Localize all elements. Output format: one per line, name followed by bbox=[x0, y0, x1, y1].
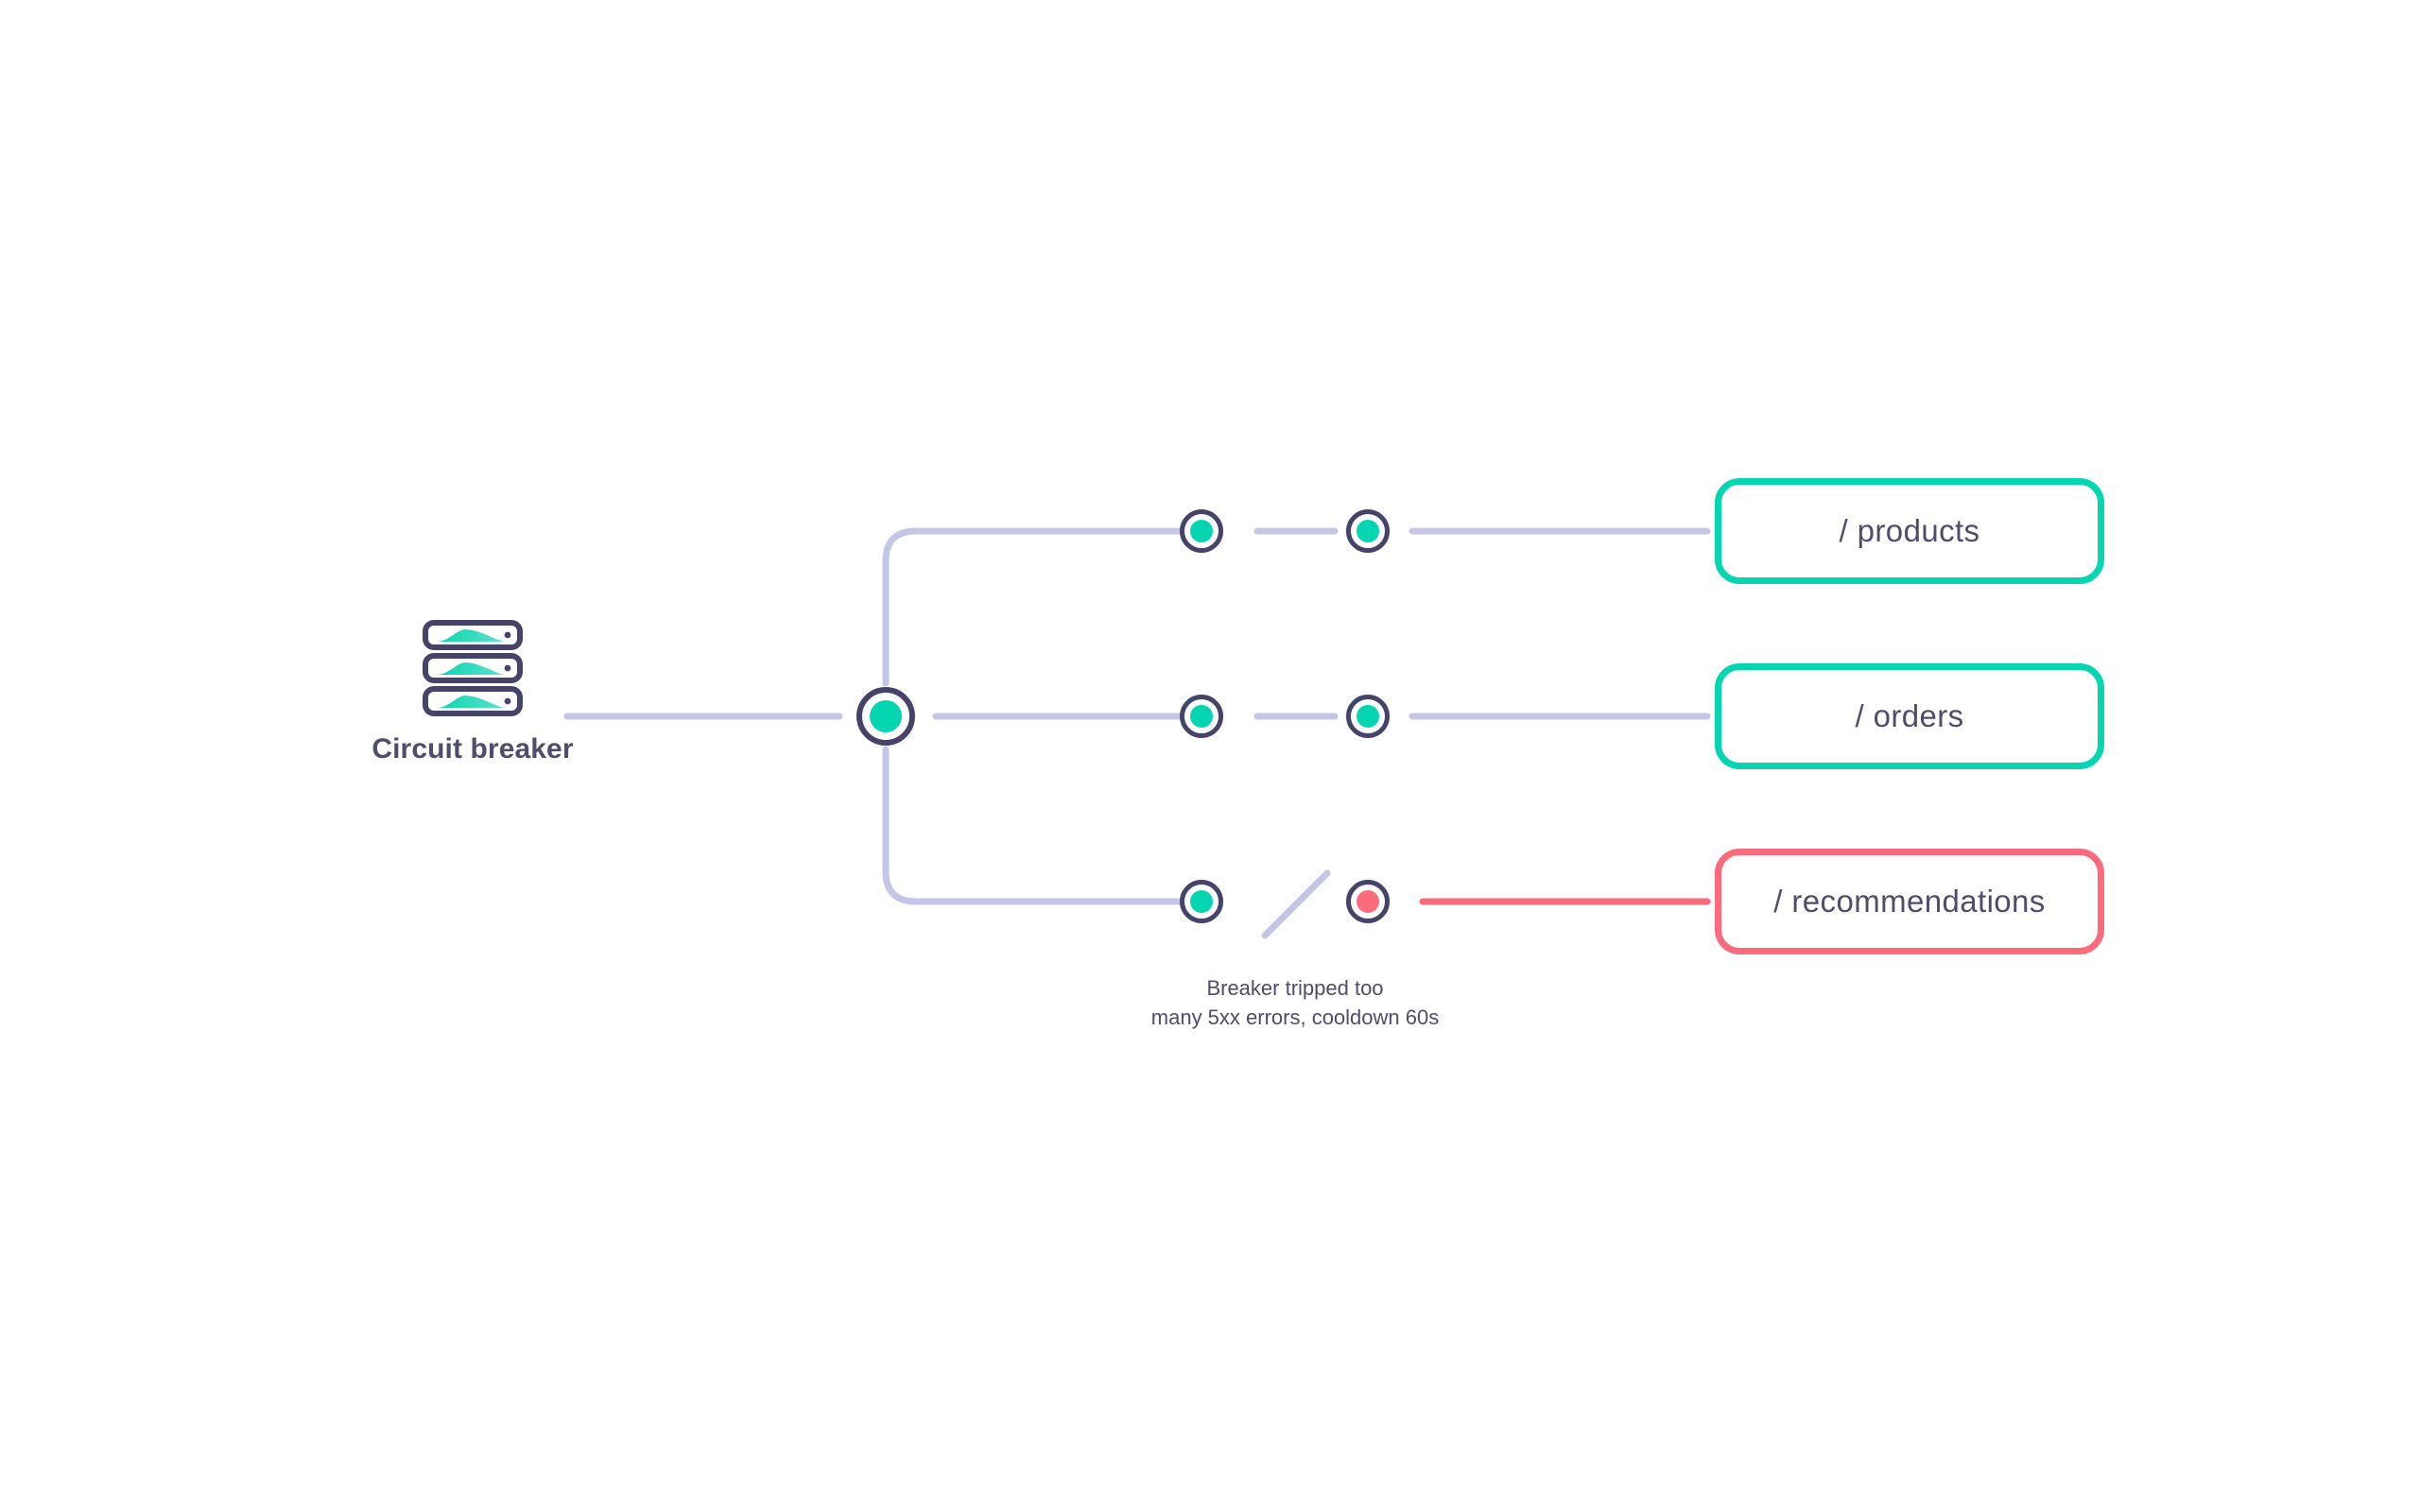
node-core bbox=[1190, 520, 1213, 542]
node-orders-b[interactable] bbox=[1346, 695, 1390, 738]
node-core bbox=[1190, 705, 1213, 728]
server-stack-icon bbox=[423, 620, 523, 716]
node-recommendations-a[interactable] bbox=[1180, 880, 1223, 923]
node-core bbox=[1357, 705, 1379, 728]
node-core bbox=[1357, 520, 1379, 542]
endpoint-label-orders: / orders bbox=[1855, 698, 1964, 733]
node-orders-a[interactable] bbox=[1180, 695, 1223, 738]
endpoint-label-products: / products bbox=[1839, 513, 1980, 548]
endpoint-label-recommendations: / recommendations bbox=[1773, 884, 2046, 919]
source-label: Circuit breaker bbox=[372, 733, 574, 765]
hub-node-core bbox=[870, 700, 902, 732]
endpoint-box-recommendations[interactable]: / recommendations bbox=[1715, 849, 2104, 954]
breaker-annotation-line-1: Breaker tripped too bbox=[1206, 976, 1384, 1000]
breaker-annotation-line-2: many 5xx errors, cooldown 60s bbox=[1150, 1005, 1440, 1029]
node-core bbox=[1190, 890, 1213, 913]
node-core-error bbox=[1357, 890, 1379, 913]
source-circuit-breaker: Circuit breaker bbox=[312, 619, 633, 765]
node-products-a[interactable] bbox=[1180, 509, 1223, 553]
node-products-b[interactable] bbox=[1346, 509, 1390, 553]
hub-node[interactable] bbox=[856, 687, 915, 746]
endpoint-box-orders[interactable]: / orders bbox=[1715, 663, 2104, 769]
node-recommendations-b[interactable] bbox=[1346, 880, 1390, 923]
wire-hub-to-products bbox=[882, 527, 1184, 687]
wire-hub-to-recommendations bbox=[882, 746, 1184, 905]
endpoint-box-products[interactable]: / products bbox=[1715, 478, 2104, 584]
broken-link-slash-icon bbox=[1261, 869, 1331, 939]
breaker-annotation: Breaker tripped too many 5xx errors, coo… bbox=[1087, 973, 1503, 1032]
